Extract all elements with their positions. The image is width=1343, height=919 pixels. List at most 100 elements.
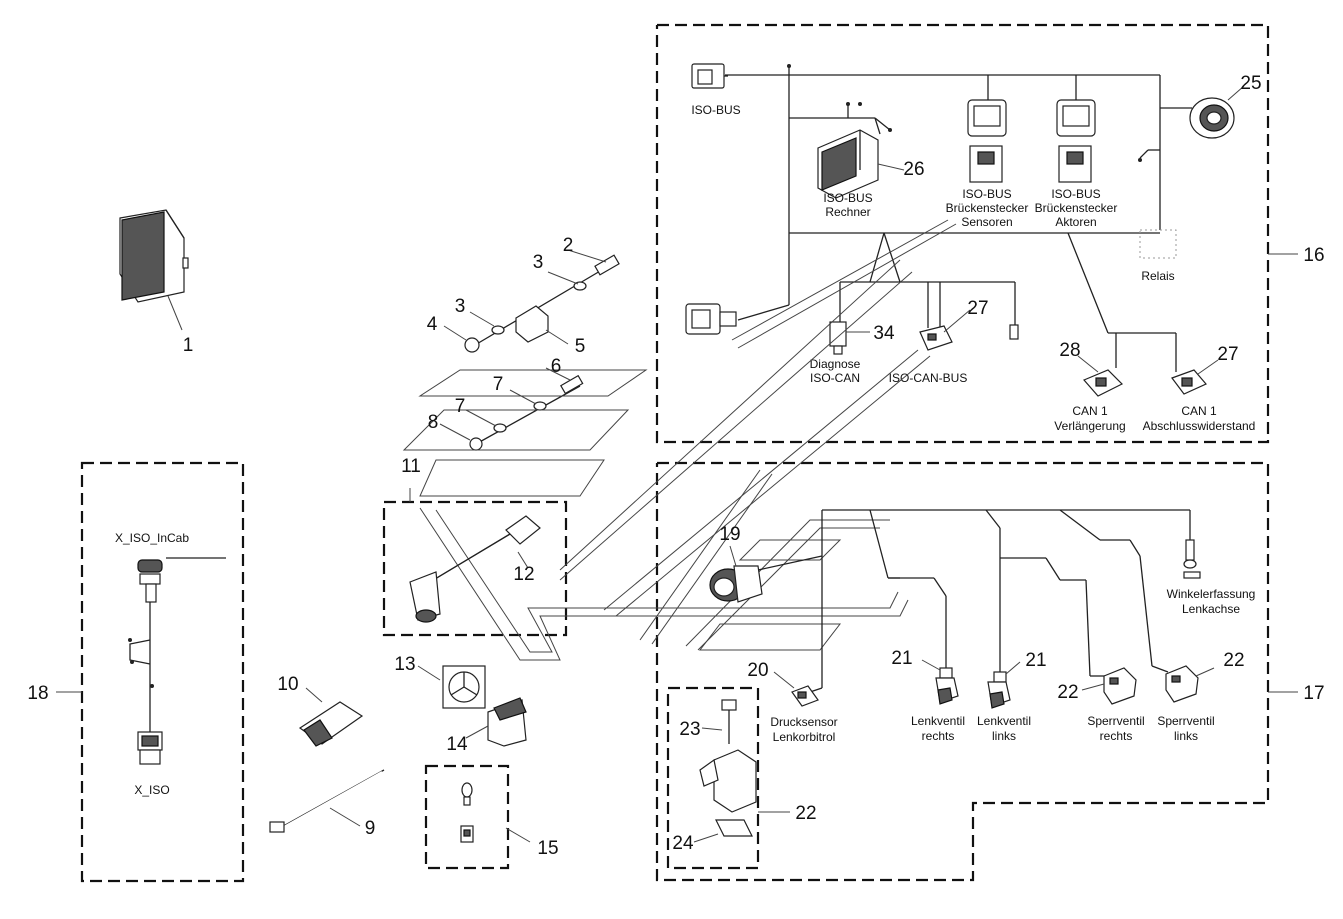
iso-bus-label: ISO-BUS <box>691 103 740 117</box>
callout-19: 19 <box>719 524 740 545</box>
plug-connector-icon <box>685 303 737 335</box>
callout-21a: 21 <box>891 648 912 669</box>
x-iso-label: X_ISO <box>134 783 169 797</box>
sperrventil-links-label-2: links <box>1174 729 1198 743</box>
diagnose-connector-icon <box>829 321 847 355</box>
callout-5: 5 <box>575 336 586 357</box>
x-iso-harness <box>128 557 226 765</box>
callout-2: 2 <box>563 235 574 256</box>
callout-26: 26 <box>903 159 924 180</box>
can-verlaengerung-label-1: CAN 1 <box>1072 404 1108 418</box>
callout-8: 8 <box>428 412 439 433</box>
lenkventil-links-icon <box>987 671 1011 709</box>
bs-sensoren-label-2: Brückenstecker <box>946 201 1029 215</box>
callout-23: 23 <box>679 719 700 740</box>
boundary-16 <box>655 23 1270 444</box>
iso-bus-harness <box>725 64 1192 372</box>
callout-10: 10 <box>277 674 298 695</box>
diagnose-label-2: ISO-CAN <box>810 371 860 385</box>
bolt-set-lower-icon <box>469 374 584 451</box>
can-abschluss-label-1: CAN 1 <box>1181 404 1217 418</box>
callout-27a: 27 <box>967 298 988 319</box>
sperrventil-links-icon <box>1165 665 1199 703</box>
callout-6: 6 <box>551 356 562 377</box>
bs-aktoren-label-2: Brückenstecker <box>1035 201 1118 215</box>
iso-bus-connector-icon <box>691 63 728 89</box>
sperrventil-links-label-1: Sperrventil <box>1157 714 1214 728</box>
control-box-icon <box>119 209 189 303</box>
relais-icon <box>1139 229 1177 259</box>
brueckenstecker-sensoren-icon <box>967 99 1007 183</box>
round-connector-19-icon <box>709 565 763 603</box>
brueckenstecker-aktoren-icon <box>1056 99 1096 183</box>
iso-bus-rechner-icon <box>817 129 879 199</box>
can-abschluss-icon <box>1171 369 1207 395</box>
callout-21b: 21 <box>1025 650 1046 671</box>
lenkventil-rechts-icon <box>935 667 959 705</box>
diagnose-label-1: Diagnose <box>810 357 861 371</box>
rechner-label-2: Rechner <box>825 205 870 219</box>
solenoid-22-icon <box>699 699 757 837</box>
callout-24: 24 <box>672 833 694 854</box>
lenkventil-rechts-label-1: Lenkventil <box>911 714 965 728</box>
steering-wheel-emblem-icon <box>442 665 486 709</box>
steering-harness <box>757 509 1191 693</box>
boundary-15 <box>424 764 510 870</box>
can-verlaengerung-icon <box>1082 369 1124 397</box>
callout-20: 20 <box>747 660 768 681</box>
callout-28: 28 <box>1059 340 1080 361</box>
can-verlaengerung-label-2: Verlängerung <box>1054 419 1125 433</box>
lenkventil-links-label-2: links <box>992 729 1016 743</box>
can-abschluss-label-2: Abschlusswiderstand <box>1143 419 1256 433</box>
callout-leaders <box>56 85 1298 693</box>
callout-25: 25 <box>1240 73 1261 94</box>
callout-27b: 27 <box>1217 344 1238 365</box>
bs-sensoren-label-3: Sensoren <box>961 215 1012 229</box>
callout-3a: 3 <box>533 252 544 273</box>
group-boundaries <box>80 23 1270 883</box>
callout-3b: 3 <box>455 296 466 317</box>
callout-34: 34 <box>873 323 895 344</box>
drucksensor-label-2: Lenkorbitrol <box>773 730 836 744</box>
iso-can-bus-connector-icon <box>919 324 1019 351</box>
switch-14-icon <box>487 697 527 747</box>
callout-14: 14 <box>446 734 468 755</box>
cable-12-icon <box>409 515 541 623</box>
callout-16: 16 <box>1303 245 1324 266</box>
bs-aktoren-label-3: Aktoren <box>1055 215 1096 229</box>
callout-22a: 22 <box>1057 682 1078 703</box>
x-iso-incab-label: X_ISO_InCab <box>115 531 189 545</box>
lenkventil-links-label-1: Lenkventil <box>977 714 1031 728</box>
callout-13: 13 <box>394 654 415 675</box>
callout-11: 11 <box>401 456 421 477</box>
boundary-18 <box>80 461 245 883</box>
round-connector-25-icon <box>1189 97 1235 139</box>
angle-sensor-icon <box>1183 539 1201 579</box>
bs-aktoren-label-1: ISO-BUS <box>1051 187 1100 201</box>
callout-22b: 22 <box>1223 650 1244 671</box>
cable-routing-ribbons <box>402 219 957 661</box>
callout-12: 12 <box>513 564 534 585</box>
callout-7a: 7 <box>493 374 504 395</box>
cable-tie-9-icon <box>269 769 385 833</box>
boundary-11 <box>382 500 568 637</box>
pressure-sensor-icon <box>791 685 819 707</box>
iso-can-bus-label: ISO-CAN-BUS <box>889 371 968 385</box>
callout-9: 9 <box>365 818 376 839</box>
boundary-22 <box>666 686 760 870</box>
winkel-label-1: Winkelerfassung <box>1167 587 1256 601</box>
callout-4: 4 <box>427 314 438 335</box>
part-numbers: 1 2 3 3 4 5 6 7 7 8 9 10 11 12 13 14 15 … <box>27 73 1324 859</box>
sperrventil-rechts-label-2: rechts <box>1100 729 1133 743</box>
sperrventil-rechts-label-1: Sperrventil <box>1087 714 1144 728</box>
callout-7b: 7 <box>455 396 466 417</box>
callout-1: 1 <box>183 335 194 356</box>
lenkventil-rechts-label-2: rechts <box>922 729 955 743</box>
plug-10-icon <box>298 701 364 747</box>
sperrventil-rechts-icon <box>1103 667 1137 705</box>
boundary-17 <box>655 461 1270 882</box>
callout-18: 18 <box>27 683 48 704</box>
callout-15: 15 <box>537 838 558 859</box>
bs-sensoren-label-1: ISO-BUS <box>962 187 1011 201</box>
